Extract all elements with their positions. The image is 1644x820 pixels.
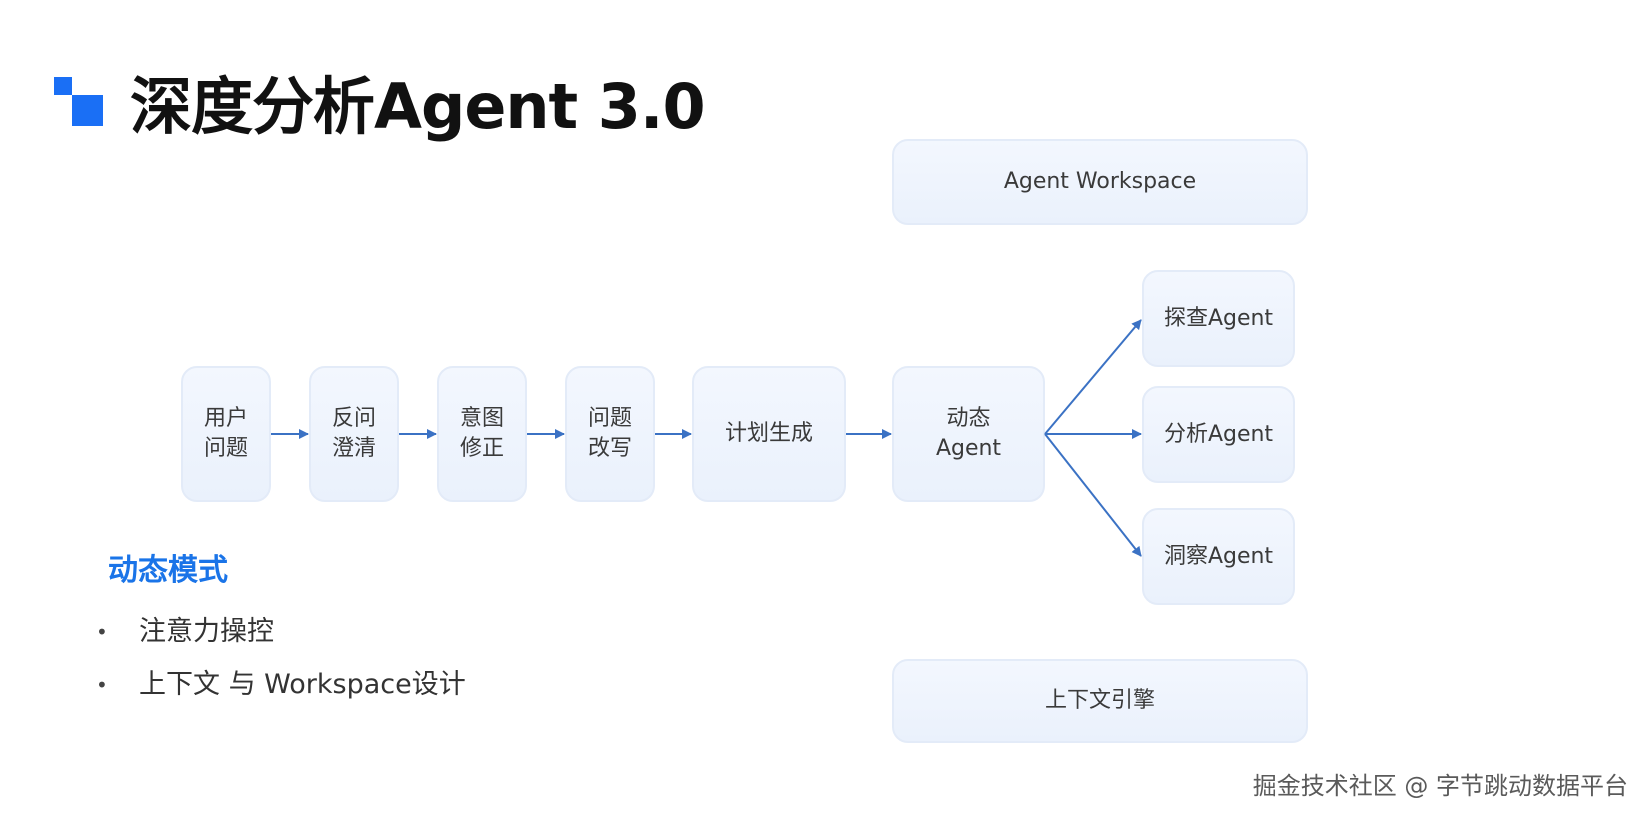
step-label: 用户 问题 (203, 406, 248, 461)
bullet-list: • 注意力操控 • 上下文 与 Workspace设计 (96, 612, 466, 718)
bullet-dot-icon: • (96, 620, 108, 644)
branch-label: 分析Agent (1163, 421, 1274, 447)
logo-small-square (54, 77, 72, 95)
step-label: 动态 Agent (935, 406, 1002, 461)
branch-label: 洞察Agent (1163, 543, 1274, 569)
context-engine-label: 上下文引擎 (1044, 688, 1155, 713)
bullet-text: 注意力操控 (139, 616, 274, 647)
step-user-question: 用户 问题 (181, 366, 271, 502)
step-label: 意图 修正 (459, 406, 504, 461)
brand-logo-icon (54, 77, 106, 129)
step-plan: 计划生成 (692, 366, 846, 502)
agent-workspace-label: Agent Workspace (1003, 169, 1197, 194)
arrow-branch-top (1044, 319, 1142, 435)
page-title: 深度分析Agent 3.0 (130, 70, 706, 143)
branch-analysis-agent: 分析Agent (1142, 386, 1295, 483)
bullet-text: 上下文 与 Workspace设计 (139, 669, 466, 700)
section-title: 动态模式 (108, 553, 228, 588)
step-dynamic-agent: 动态 Agent (892, 366, 1045, 502)
branch-explore-agent: 探查Agent (1142, 270, 1295, 367)
context-engine-box: 上下文引擎 (892, 659, 1308, 743)
bullet-item: • 注意力操控 (96, 612, 466, 665)
agent-workspace-box: Agent Workspace (892, 139, 1308, 225)
step-intent-fix: 意图 修正 (437, 366, 527, 502)
step-rewrite: 问题 改写 (565, 366, 655, 502)
logo-large-square (72, 95, 103, 126)
step-clarify: 反问 澄清 (309, 366, 399, 502)
step-label: 计划生成 (724, 421, 813, 446)
branch-label: 探查Agent (1163, 305, 1274, 331)
step-label: 问题 改写 (587, 406, 632, 461)
bullet-dot-icon: • (96, 673, 108, 697)
watermark: 掘金技术社区 @ 字节跳动数据平台 (1252, 772, 1628, 800)
bullet-item: • 上下文 与 Workspace设计 (96, 665, 466, 718)
arrow-branch-bottom (1044, 433, 1142, 557)
step-label: 反问 澄清 (331, 406, 376, 461)
branch-insight-agent: 洞察Agent (1142, 508, 1295, 605)
